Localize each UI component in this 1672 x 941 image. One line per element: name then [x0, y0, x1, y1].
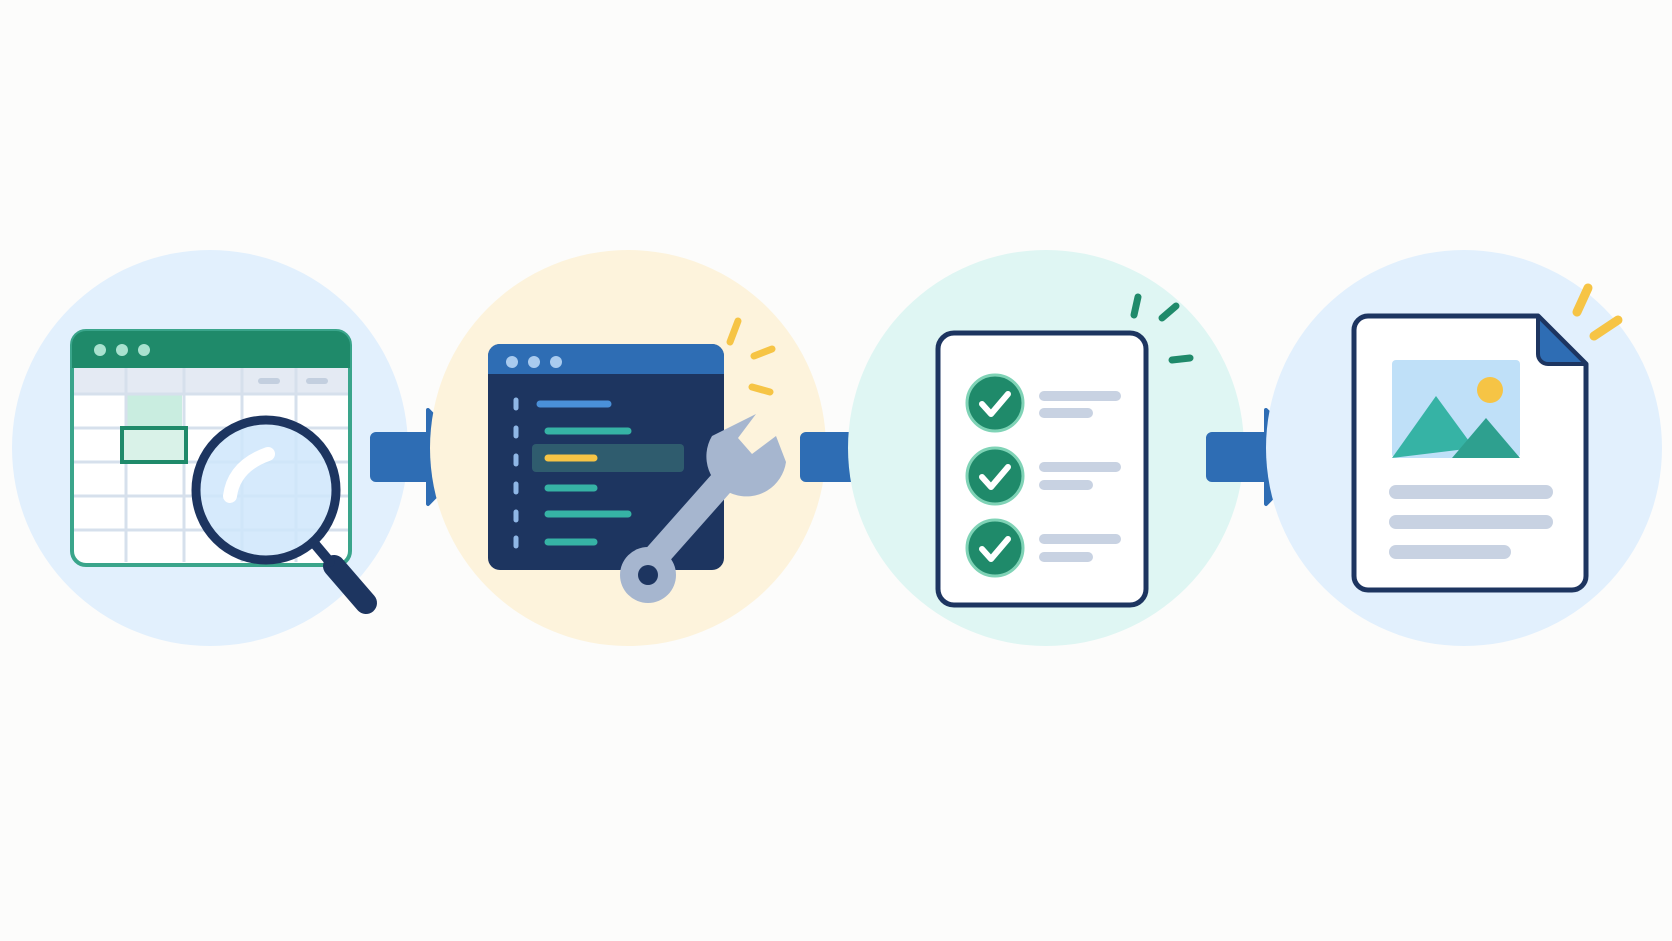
highlighted-code-line	[532, 444, 684, 472]
image-placeholder-icon	[1392, 360, 1520, 458]
check-circle-icon	[965, 373, 1025, 433]
code-editor-wrench-icon	[488, 317, 786, 603]
document-image-icon	[1351, 283, 1623, 593]
window-dot-icon	[116, 344, 128, 356]
step-4-report-output	[1266, 250, 1662, 646]
spreadsheet-header-row	[74, 368, 348, 394]
highlighted-column-cell	[126, 394, 182, 426]
window-dot-icon	[550, 356, 562, 368]
document-folded-corner	[1536, 314, 1588, 366]
check-circle-icon	[965, 518, 1025, 578]
header-mark	[306, 378, 328, 384]
code-lines	[536, 400, 632, 546]
header-mark	[258, 378, 280, 384]
sparkle-icon	[1572, 283, 1623, 341]
window-dot-icon	[528, 356, 540, 368]
check-circle-icon	[965, 446, 1025, 506]
step-1-spreadsheet-review	[12, 250, 408, 646]
checklist-icon	[935, 293, 1194, 608]
window-dot-icon	[94, 344, 106, 356]
window-dot-icon	[506, 356, 518, 368]
spreadsheet-magnifier-icon	[70, 329, 377, 614]
step-2-code-fix	[430, 250, 826, 646]
step-3-validation	[848, 250, 1244, 646]
wrench-icon	[620, 414, 786, 603]
spreadsheet-titlebar	[72, 331, 350, 368]
checklist-text-lines	[1039, 391, 1121, 562]
selected-cell	[120, 426, 188, 464]
sparkle-icon	[726, 317, 776, 396]
code-editor-titlebar	[488, 344, 724, 374]
document-text-lines	[1389, 485, 1553, 559]
sparkle-icon	[1130, 293, 1194, 364]
window-dot-icon	[138, 344, 150, 356]
magnifier-icon	[191, 415, 377, 614]
